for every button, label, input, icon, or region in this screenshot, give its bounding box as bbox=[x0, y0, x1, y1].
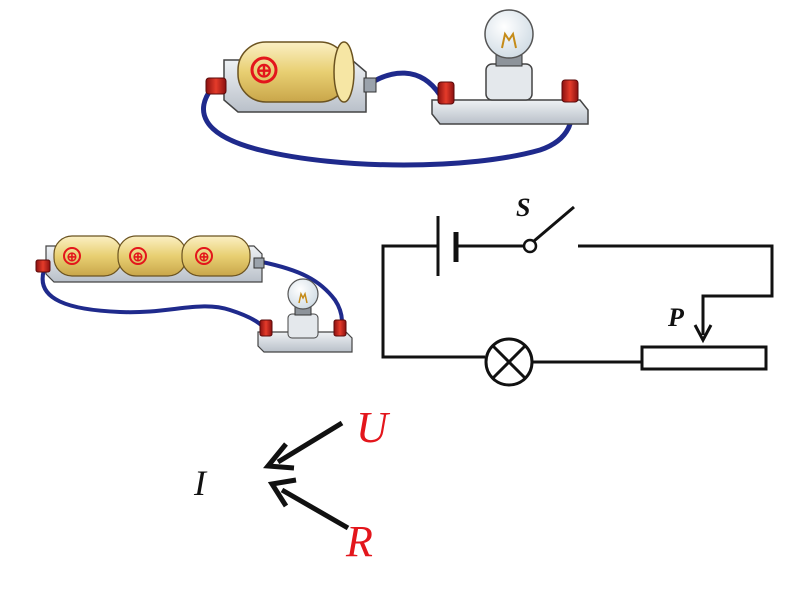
left-battery-pack: ⊕ ⊕ ⊕ bbox=[35, 235, 265, 283]
left-circuit: ⊕ ⊕ ⊕ bbox=[35, 235, 353, 353]
cell-1-plus-symbol: ⊕ bbox=[67, 249, 78, 264]
switch-blade bbox=[533, 205, 575, 243]
rheostat-resistor bbox=[640, 345, 768, 371]
cell-2-plus-symbol: ⊕ bbox=[133, 249, 144, 264]
top-battery: ⊕ bbox=[205, 41, 377, 113]
arrow-from-R bbox=[280, 487, 350, 531]
voltage-symbol: U bbox=[356, 403, 391, 452]
top-wire-lower bbox=[201, 85, 576, 168]
top-wire-upper bbox=[365, 70, 443, 98]
current-symbol: I bbox=[193, 463, 208, 503]
wire-top-right bbox=[578, 244, 774, 335]
resistance-symbol: R bbox=[345, 517, 373, 566]
top-lamp bbox=[431, 9, 589, 125]
left-wire-lower bbox=[40, 268, 268, 332]
top-circuit: ⊕ bbox=[201, 9, 589, 168]
cell-3-plus-symbol: ⊕ bbox=[199, 249, 210, 264]
slider-arrow-head bbox=[693, 324, 713, 344]
arrow-from-U bbox=[276, 420, 344, 465]
top-battery-plus-symbol: ⊕ bbox=[256, 60, 273, 82]
switch-label: S bbox=[516, 193, 530, 222]
slider-label: P bbox=[667, 303, 685, 332]
wire-left bbox=[381, 244, 485, 359]
ohm-relation: I U R bbox=[193, 403, 391, 566]
left-lamp bbox=[257, 278, 353, 353]
circuit-schematic bbox=[381, 205, 774, 387]
switch-pivot bbox=[522, 238, 538, 254]
